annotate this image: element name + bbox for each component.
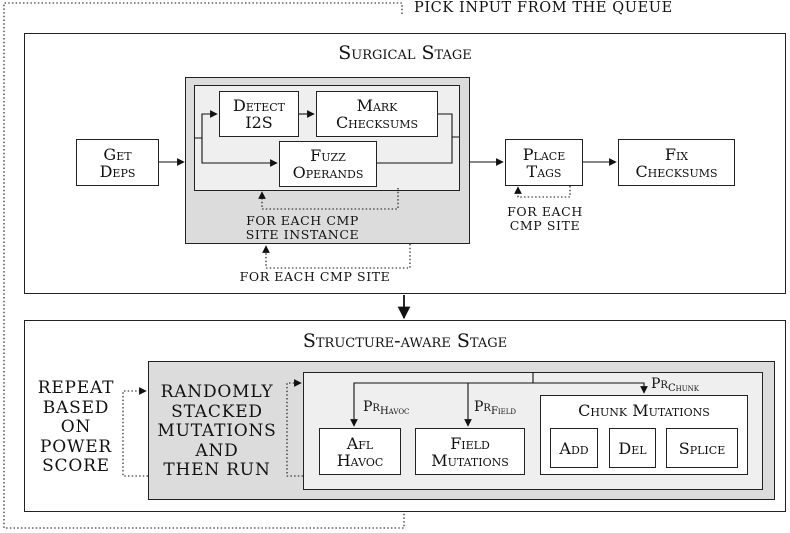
- mark-checksums-box: Mark Checksums: [316, 91, 438, 137]
- pr-field-label: PrField: [474, 399, 516, 417]
- loop-cmp-site-outer: [262, 244, 411, 269]
- loop-power-score: [122, 387, 148, 477]
- afl-havoc-box: Afl Havoc: [319, 428, 401, 475]
- fix-checksums-box: Fix Checksums: [618, 139, 735, 186]
- fuzz-operands-box: Fuzz Operands: [279, 141, 377, 187]
- loop-label-cmp-site-instance: FOR EACH CMP SITE INSTANCE: [245, 213, 360, 242]
- pr-havoc-main: Pr: [363, 399, 380, 415]
- line-branch-chunk: [533, 382, 648, 394]
- pr-chunk-sub: Chunk: [667, 383, 699, 394]
- detect-i2s-box: Detect I2S: [219, 91, 299, 137]
- line-branch-top: [350, 372, 534, 427]
- line-fuzz-out: [377, 137, 453, 164]
- get-deps-box: Get Deps: [76, 139, 159, 186]
- loop-label-cmp-site: FOR EACH CMP SITE: [239, 269, 391, 284]
- splice-mutation-box: Splice: [666, 428, 738, 468]
- pr-chunk-label: PrChunk: [651, 376, 699, 394]
- randomly-stacked-label: RANDOMLY STACKED MUTATIONS AND THEN RUN: [157, 382, 277, 480]
- pr-havoc-label: PrHavoc: [363, 399, 409, 417]
- loop-cmp-site-instance: [258, 188, 399, 210]
- pr-chunk-main: Pr: [651, 376, 668, 392]
- pr-field-sub: Field: [490, 406, 517, 417]
- pr-havoc-sub: Havoc: [379, 406, 410, 417]
- del-mutation-box: Del: [609, 428, 656, 468]
- line-entry-detect: [194, 110, 218, 139]
- surgical-stage-title: Surgical Stage: [338, 42, 472, 64]
- field-mutations-box: Field Mutations: [415, 428, 525, 475]
- chunk-mutations-title: Chunk Mutations: [578, 401, 710, 420]
- line-entry-fuzz: [201, 138, 278, 167]
- loop-place-tags: [514, 186, 571, 198]
- place-tags-box: Place Tags: [505, 139, 583, 186]
- pr-field-main: Pr: [474, 399, 491, 415]
- loop-queue: [3, 2, 405, 529]
- structure-aware-stage-title: Structure-aware Stage: [302, 330, 508, 352]
- loop-label-place-tags: FOR EACH CMP SITE: [507, 204, 583, 233]
- add-mutation-box: Add: [550, 428, 598, 468]
- repeat-power-score-label: REPEAT BASED ON POWER SCORE: [37, 378, 115, 476]
- queue-label: PICK INPUT FROM THE QUEUE: [414, 0, 673, 16]
- loop-random-run: [286, 379, 303, 477]
- line-mark-out: [438, 113, 459, 138]
